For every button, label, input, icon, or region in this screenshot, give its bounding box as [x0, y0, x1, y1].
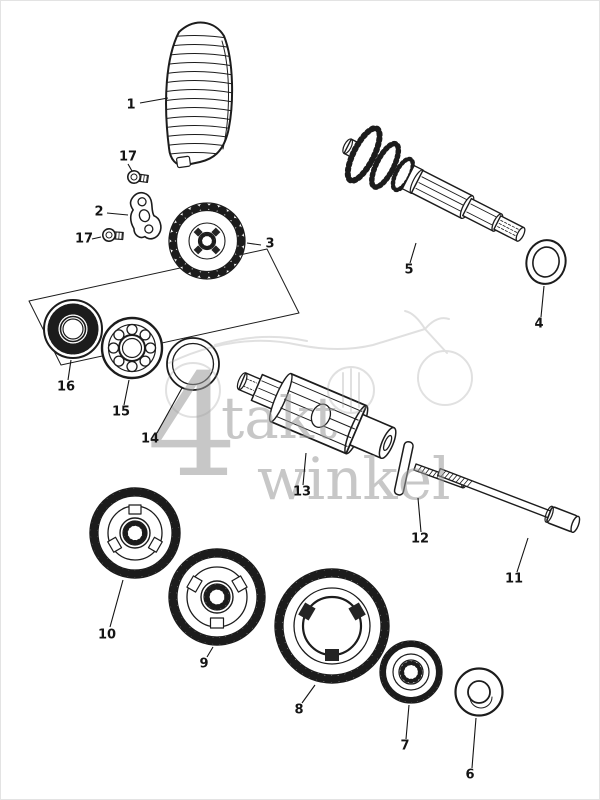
callout-4: 4: [534, 317, 543, 332]
mainshaft-part-13: [236, 372, 397, 460]
callout-14: 14: [141, 432, 159, 447]
gear-part-7: [379, 640, 443, 704]
callout-7: 7: [400, 739, 409, 754]
bolt-part-17-upper: [127, 170, 149, 184]
callout-17-upper: 17: [119, 150, 137, 165]
gear-part-8: [274, 568, 390, 684]
callout-16: 16: [57, 380, 75, 395]
sprocket-part-3: [168, 202, 246, 280]
leader-line-17-lower: [91, 236, 102, 240]
leader-line-13: [302, 452, 307, 486]
leader-lines: [67, 97, 545, 769]
washer-part-6: [454, 667, 504, 717]
leader-line-10: [109, 579, 124, 628]
leader-line-2: [106, 212, 129, 216]
leader-line-17-upper: [127, 163, 133, 172]
leader-line-15: [123, 379, 130, 406]
leader-line-4: [540, 285, 545, 318]
callout-9: 9: [199, 657, 208, 672]
callout-5: 5: [404, 263, 413, 278]
countershaft-part-5: [342, 125, 526, 242]
callout-12: 12: [411, 532, 429, 547]
setting-plate-part-2: [129, 191, 162, 240]
callout-17-lower: 17: [75, 232, 93, 247]
leader-line-11: [516, 537, 529, 573]
watermark-motorcycle: [165, 310, 473, 418]
leader-line-9: [206, 646, 214, 658]
leader-line-5: [409, 242, 417, 264]
leader-line-6: [471, 717, 477, 769]
washer-part-14: [166, 337, 220, 391]
leader-line-1: [139, 97, 169, 104]
callout-8: 8: [294, 703, 303, 718]
leader-line-14: [156, 387, 183, 434]
shift-arm-part-12: [393, 440, 467, 496]
callout-1: 1: [126, 98, 135, 113]
bolt-part-17-lower: [102, 228, 124, 242]
callout-2: 2: [94, 205, 103, 220]
cover-tab: [176, 155, 191, 169]
leader-line-12: [417, 497, 422, 533]
callout-10: 10: [98, 628, 116, 643]
callout-6: 6: [465, 768, 474, 783]
leader-line-3: [246, 242, 262, 246]
callout-3: 3: [265, 237, 274, 252]
washer-part-4: [525, 239, 567, 285]
leader-line-8: [301, 684, 316, 704]
cover-part-1: [165, 21, 234, 169]
callout-15: 15: [112, 405, 130, 420]
leader-line-16: [67, 359, 72, 381]
gear-part-10: [89, 487, 181, 579]
ball-bearing-part-15: [100, 316, 164, 380]
callout-11: 11: [505, 572, 523, 587]
watermark-word-top: takt: [221, 384, 337, 452]
gear-part-9: [168, 548, 266, 646]
leader-line-7: [405, 704, 410, 740]
oil-seal-part-16: [43, 299, 103, 359]
watermark-numeral: 4: [147, 344, 237, 509]
callout-13: 13: [293, 485, 311, 500]
watermark-word-bottom: winkel: [257, 445, 451, 513]
rod-part-11: [437, 467, 581, 534]
